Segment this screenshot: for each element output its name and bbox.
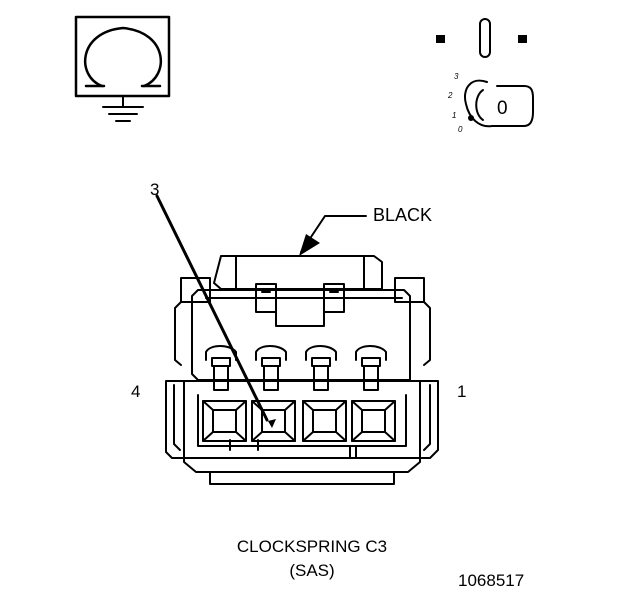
connector-body xyxy=(165,255,439,485)
terminal-lock xyxy=(205,345,237,391)
connector-title: CLOCKSPRING C3 xyxy=(236,537,388,556)
terminal-lock xyxy=(255,345,287,391)
terminal-lock xyxy=(305,345,337,391)
pin-label-right: 1 xyxy=(457,382,467,401)
key-position-0: 0 xyxy=(458,125,463,134)
key-position-1: 1 xyxy=(452,111,456,120)
ignition-key-icon xyxy=(436,18,534,128)
terminal-locks xyxy=(205,345,387,391)
terminal-cavities xyxy=(202,400,396,442)
terminal-cavity-pin-2 xyxy=(302,400,347,442)
pin-label-left: 4 xyxy=(131,382,141,401)
pin-callout-number: 3 xyxy=(150,180,160,199)
connector-subtitle: (SAS) xyxy=(289,561,335,580)
terminal-cavity-pin-4 xyxy=(202,400,247,442)
terminal-cavity-pin-1 xyxy=(351,400,396,442)
ohmmeter-icon xyxy=(74,15,171,122)
key-position-2: 2 xyxy=(447,91,453,100)
connector-color-label: BLACK xyxy=(373,205,433,225)
pin-3-leader xyxy=(155,194,276,428)
key-label: 0 xyxy=(497,98,508,119)
color-leader-arrow xyxy=(299,215,367,256)
figure-number: 1068517 xyxy=(458,571,525,590)
key-position-3: 3 xyxy=(454,72,459,81)
terminal-cavity-pin-3 xyxy=(251,400,296,442)
terminal-lock xyxy=(355,345,387,391)
